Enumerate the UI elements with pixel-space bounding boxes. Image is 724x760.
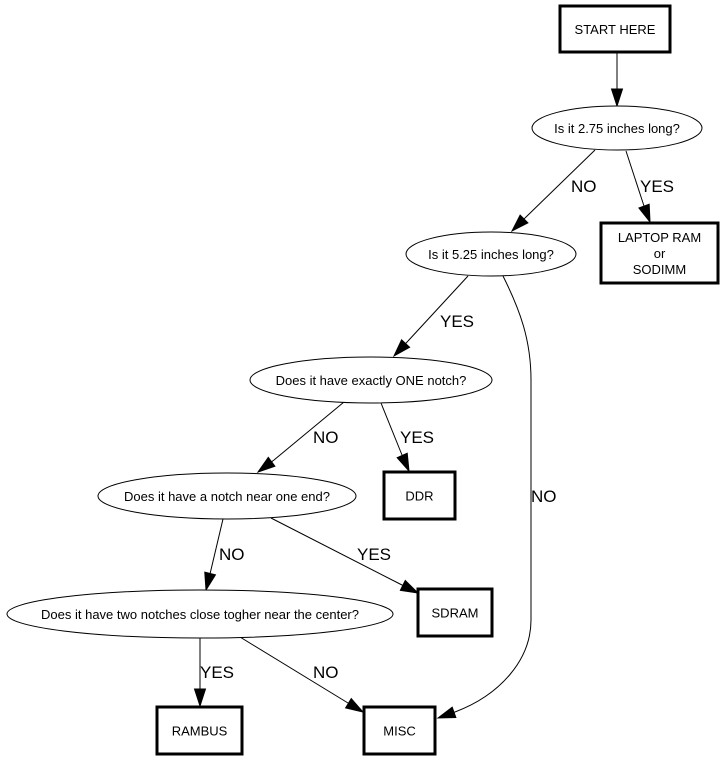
edge-start-q275 <box>610 52 624 108</box>
arrowhead-icon <box>610 88 624 108</box>
edge-line <box>380 402 403 456</box>
node-label: MISC <box>383 724 416 739</box>
node-sdram: SDRAM <box>416 587 494 638</box>
edge-qtwo-rambus <box>193 638 207 708</box>
edge-qend-qtwo <box>204 518 224 592</box>
arrowhead-icon <box>193 688 207 708</box>
node-label: Does it have exactly ONE notch? <box>276 373 467 388</box>
node-ddr: DDR <box>382 470 457 521</box>
node-label: Is it 5.25 inches long? <box>428 247 554 262</box>
edge-q275-q525 <box>510 149 596 233</box>
edge-q525-misc <box>436 275 532 719</box>
node-label: Does it have a notch near one end? <box>124 489 330 504</box>
edge-qone-ddr <box>380 402 410 473</box>
edge-line <box>454 275 532 713</box>
node-label: DDR <box>405 489 433 504</box>
edge-line <box>407 275 469 342</box>
node-misc: MISC <box>362 705 437 756</box>
edge-label-no: NO <box>313 663 339 682</box>
decision-ellipse <box>249 356 493 404</box>
arrowhead-icon <box>344 697 365 713</box>
node-qone: Does it have exactly ONE notch? <box>249 356 493 404</box>
node-start: START HERE <box>558 4 672 54</box>
edge-label-yes: YES <box>200 663 234 682</box>
edge-label-no: NO <box>571 177 597 196</box>
edges-layer <box>193 52 651 719</box>
edge-label-no: NO <box>219 545 245 564</box>
arrowhead-icon <box>399 579 420 594</box>
decision-ellipse <box>6 589 394 639</box>
edge-label-yes: YES <box>640 177 674 196</box>
decision-ellipse <box>405 231 577 277</box>
node-label: SDRAM <box>432 606 479 621</box>
result-box <box>155 705 244 756</box>
arrowhead-icon <box>204 571 217 592</box>
node-label: LAPTOP RAM <box>618 230 701 245</box>
arrowhead-icon <box>638 203 651 224</box>
nodes-layer: START HERE Is it 2.75 inches long? LAPTOP … <box>6 4 720 756</box>
edge-q275-laptop <box>625 150 651 224</box>
result-box <box>416 587 494 638</box>
node-q275: Is it 2.75 inches long? <box>531 105 703 151</box>
decision-ellipse <box>531 105 703 151</box>
node-rambus: RAMBUS <box>155 705 244 756</box>
edge-line <box>273 401 345 461</box>
edge-line <box>270 517 403 586</box>
node-qend: Does it have a notch near one end? <box>97 472 357 520</box>
edge-line <box>523 217 526 220</box>
result-box <box>599 221 720 285</box>
edge-label-no: NO <box>531 487 557 506</box>
node-label: or <box>654 246 666 261</box>
result-box <box>362 705 437 756</box>
node-q525: Is it 5.25 inches long? <box>405 231 577 277</box>
node-qtwo: Does it have two notches close togher ne… <box>6 589 394 639</box>
edge-line <box>524 149 596 219</box>
node-label: Is it 2.75 inches long? <box>554 121 680 136</box>
edge-qtwo-misc <box>239 636 365 713</box>
node-label: SODIMM <box>633 262 686 277</box>
result-box <box>382 470 457 521</box>
edge-label-no: NO <box>313 428 339 447</box>
decision-ellipse <box>97 472 357 520</box>
edge-qend-sdram <box>270 517 420 594</box>
node-label: START HERE <box>575 22 656 37</box>
edge-label-yes: YES <box>400 428 434 447</box>
edge-line <box>625 150 645 207</box>
result-box <box>558 4 672 54</box>
edge-q525-qone <box>392 275 469 358</box>
edge-label-yes: YES <box>357 545 391 564</box>
edge-labels-layer: NO YES YES NO NO YES NO YES YES NO <box>200 177 674 682</box>
arrowhead-icon <box>396 452 410 473</box>
edge-qone-qend <box>256 401 345 473</box>
edge-line <box>239 636 349 704</box>
edge-line <box>405 340 409 344</box>
edge-line <box>209 518 224 575</box>
node-label: RAMBUS <box>172 724 228 739</box>
arrowhead-icon <box>436 706 457 719</box>
edge-label-yes: YES <box>440 312 474 331</box>
edge-line <box>271 459 275 463</box>
arrowhead-icon <box>256 456 276 473</box>
node-label: Does it have two notches close togher ne… <box>41 607 359 622</box>
